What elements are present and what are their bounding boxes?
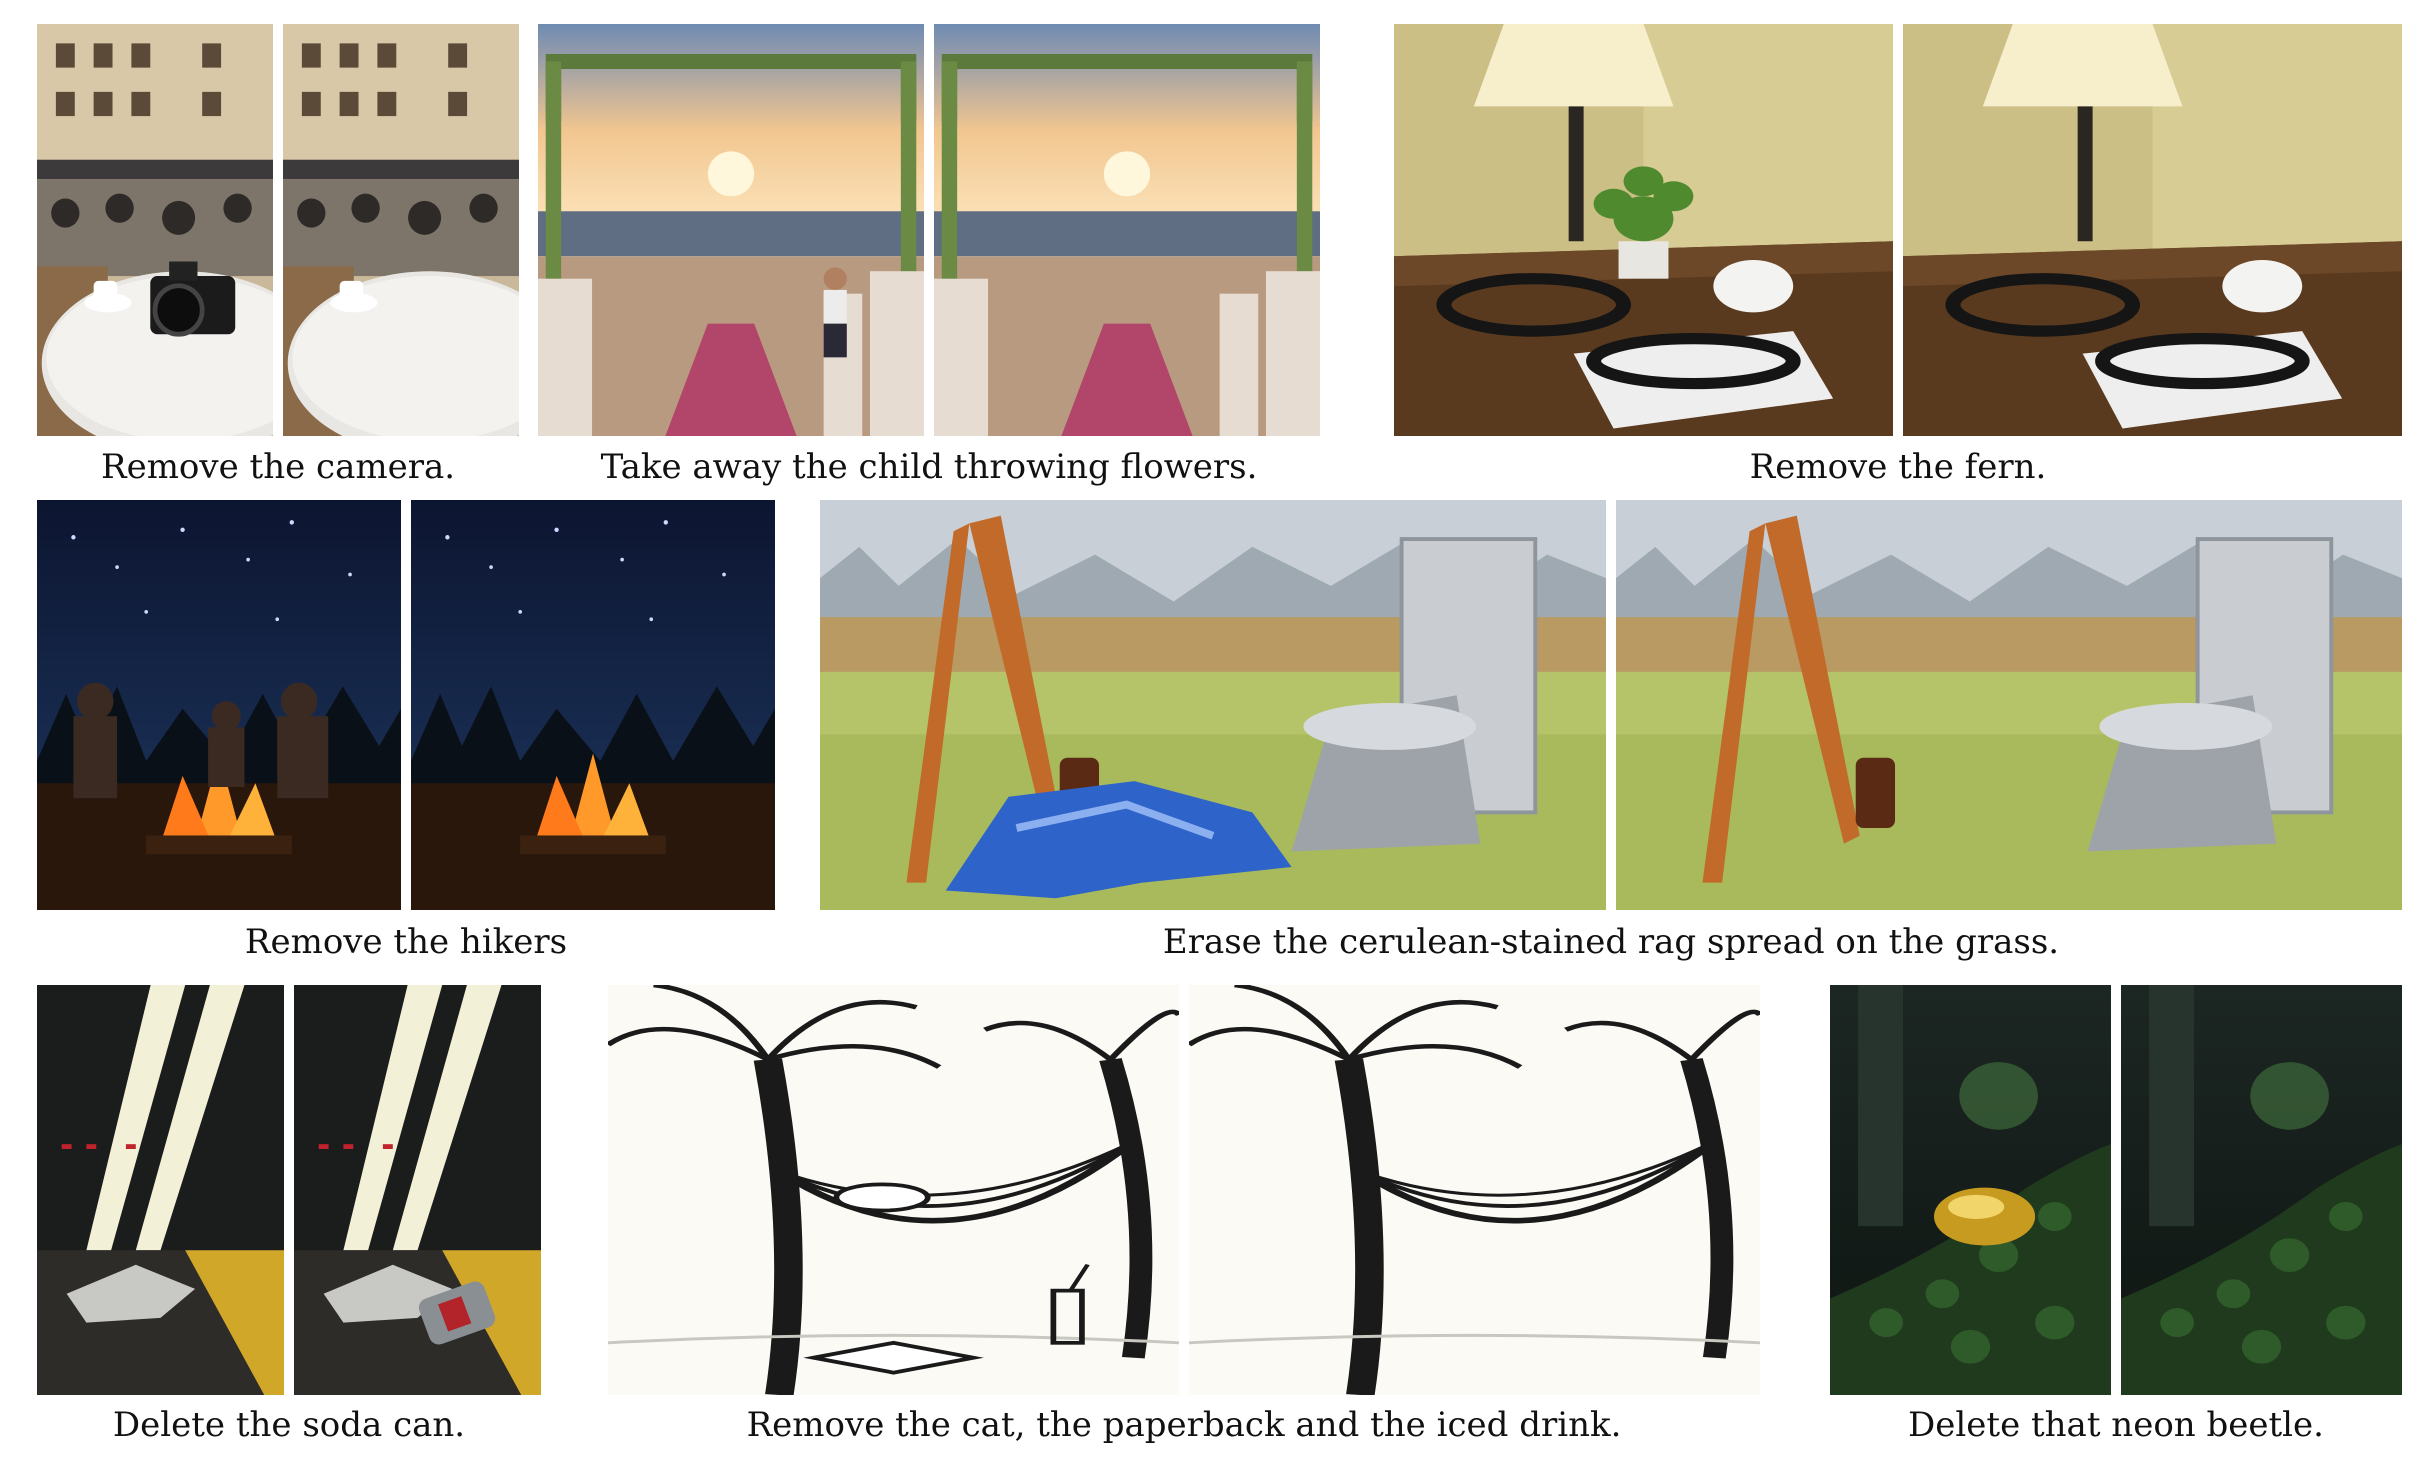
pair-hammock <box>608 985 1760 1395</box>
pair-cafe <box>37 24 519 436</box>
caption-wedding: Take away the child throwing flowers. <box>600 447 1258 487</box>
beetle-object <box>1934 1188 2035 1246</box>
hammock-before-image <box>608 985 1179 1395</box>
subway-before-image <box>37 985 284 1395</box>
caption-lamp: Remove the fern. <box>1749 447 2047 487</box>
caption-painting: Erase the cerulean-stained rag spread on… <box>1162 922 2060 962</box>
wedding-before-image <box>538 24 924 436</box>
pair-lamp <box>1394 24 2402 436</box>
painting-after-image <box>1616 500 2402 910</box>
caption-hammock: Remove the cat, the paperback and the ic… <box>746 1405 1622 1445</box>
caption-subway: Delete the soda can. <box>112 1405 466 1445</box>
pair-beetle <box>1830 985 2402 1395</box>
wedding-after-image <box>934 24 1320 436</box>
pair-campfire <box>37 500 775 910</box>
pair-subway <box>37 985 541 1395</box>
caption-cafe: Remove the camera. <box>100 447 456 487</box>
lamp-after-image <box>1903 24 2402 436</box>
child-object <box>824 267 847 357</box>
beetle-after-image <box>2121 985 2402 1395</box>
hammock-after-image <box>1189 985 1760 1395</box>
painting-before-image <box>820 500 1606 910</box>
campfire-after-image <box>411 500 775 910</box>
subway-after-image <box>294 985 541 1395</box>
pair-wedding <box>538 24 1320 436</box>
cafe-after-image <box>283 24 519 436</box>
pair-painting <box>820 500 2402 910</box>
campfire-before-image <box>37 500 401 910</box>
beetle-before-image <box>1830 985 2111 1395</box>
lamp-before-image <box>1394 24 1893 436</box>
caption-beetle: Delete that neon beetle. <box>1908 1405 2324 1445</box>
cafe-before-image <box>37 24 273 436</box>
caption-campfire: Remove the hikers <box>244 922 568 962</box>
